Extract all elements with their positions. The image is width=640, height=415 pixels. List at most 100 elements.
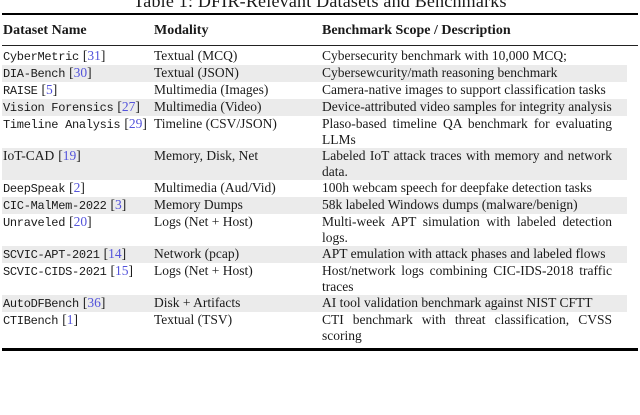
description-cell: Plaso-based timeline QA benchmark for ev… [322, 116, 638, 148]
dataset-name-cell: RAISE[5] [2, 82, 154, 99]
citation-bracket-open: [ [110, 197, 116, 212]
citation-link[interactable]: 2 [73, 180, 81, 195]
citation-bracket-open: [ [69, 180, 74, 195]
dataset-name-cell: IoT-CAD[19] [2, 148, 154, 180]
dataset-name-cell: Unraveled[20] [2, 214, 154, 246]
citation: [2] [69, 180, 85, 195]
col-header-modality: Modality [154, 13, 322, 46]
dataset-name: SCVIC-CIDS-2021 [3, 265, 107, 279]
citation: [3] [111, 197, 127, 212]
citation: [5] [42, 82, 58, 97]
citation: [36] [83, 295, 106, 310]
citation-bracket-close: ] [73, 312, 78, 327]
modality-cell: Memory Dumps [154, 197, 322, 214]
citation-link[interactable]: 20 [73, 214, 88, 229]
citation: [1] [62, 312, 78, 327]
citation-bracket-open: [ [69, 65, 74, 80]
citation-link[interactable]: 29 [128, 116, 143, 131]
dataset-name-cell: CIC-MalMem-2022 [3] [2, 197, 154, 214]
modality-cell: Network (pcap) [154, 246, 322, 263]
dataset-name: CyberMetric [3, 50, 79, 64]
modality-cell: Disk + Artifacts [154, 295, 322, 312]
citation: [30] [69, 65, 92, 80]
citation-link[interactable]: 19 [62, 148, 77, 163]
modality-cell: Memory, Disk, Net [154, 148, 322, 180]
citation-link[interactable]: 1 [66, 312, 74, 327]
citation-link[interactable]: 5 [46, 82, 53, 97]
table-row: CyberMetric[31] Textual (MCQ) Cybersecur… [2, 46, 638, 65]
citation-bracket-close: ] [87, 65, 92, 80]
dataset-name: Unraveled [3, 216, 66, 230]
description-cell: Cybersecurity benchmark with 10,000 MCQ; [322, 46, 638, 65]
description-cell: Multi-week APT simulation with labeled d… [322, 214, 638, 246]
table-row: CIC-MalMem-2022 [3] Memory Dumps 58k labe… [2, 197, 638, 214]
table-row: IoT-CAD[19] Memory, Disk, Net Labeled Io… [2, 148, 638, 180]
table-row: Vision Forensics[27] Multimedia (Video) … [2, 99, 638, 116]
description-cell: Labeled IoT attack traces with memory an… [322, 148, 638, 180]
dataset-name: Timeline Analysis [3, 118, 121, 132]
description-cell: Device-attributed video samples for inte… [322, 99, 638, 116]
table-caption: Table 1: DFIR-Relevant Datasets and Benc… [133, 0, 507, 11]
dataset-name: DIA-Bench [3, 67, 66, 81]
dataset-name-cell: CyberMetric[31] [2, 46, 154, 65]
table-row: RAISE[5] Multimedia (Images) Camera-nati… [2, 82, 638, 99]
citation-link[interactable]: 30 [73, 65, 88, 80]
dataset-name: Vision Forensics [3, 101, 114, 115]
dataset-name-cell: AutoDFBench [36] [2, 295, 154, 312]
modality-cell: Logs (Net + Host) [154, 263, 253, 278]
dataset-name-cell: DeepSpeak[2] [2, 180, 154, 197]
table-row: CTIBench[1] Textual (TSV) CTI benchmark … [2, 312, 638, 348]
description-cell: CTI benchmark with threat classification… [322, 312, 638, 348]
citation-bracket-close: ] [100, 295, 106, 310]
citation-link[interactable]: 3 [115, 197, 122, 212]
citation-link[interactable]: 14 [108, 246, 122, 261]
table-row: DIA-Bench[30] Textual (JSON) Cybersewcur… [2, 65, 638, 82]
citation-bracket-close: ] [80, 180, 85, 195]
citation-bracket-close: ] [76, 148, 81, 163]
dataset-name: DeepSpeak [3, 182, 66, 196]
modality-cell: Multimedia (Images) [154, 82, 269, 97]
citation-bracket-close: ] [135, 99, 140, 114]
description-cell: Host/network logs combining CIC-IDS-2018… [322, 263, 638, 295]
table-row: SCVIC-APT-2021[14] Network (pcap) APT em… [2, 246, 638, 263]
citation-bracket-open: [ [117, 99, 122, 114]
description-cell: 100h webcam speech for deepfake detectio… [322, 180, 638, 197]
citation: [15] [111, 263, 134, 278]
dataset-name: IoT-CAD [3, 148, 55, 163]
modality-cell: Logs (Net + Host) [154, 214, 253, 229]
citation-link[interactable]: 36 [87, 295, 101, 310]
citation-bracket-open: [ [58, 148, 63, 163]
dataset-name: AutoDFBench [3, 297, 79, 311]
citation-bracket-open: [ [82, 48, 88, 63]
dataset-name-cell: SCVIC-CIDS-2021 [15] [2, 263, 154, 295]
citation-bracket-open: [ [124, 116, 129, 131]
modality-cell: Textual (TSV) [154, 312, 233, 327]
citation: [27] [117, 99, 140, 114]
citation-link[interactable]: 31 [87, 48, 101, 63]
citation-bracket-close: ] [52, 82, 58, 97]
description-cell: 58k labeled Windows dumps (malware/benig… [322, 197, 638, 214]
dataset-name-cell: SCVIC-APT-2021[14] [2, 246, 154, 263]
modality-cell: Textual (JSON) [154, 65, 322, 82]
table-row: AutoDFBench [36] Disk + Artifacts AI tool… [2, 295, 638, 312]
citation-link[interactable]: 27 [121, 99, 136, 114]
datasets-table: Dataset Name Modality Benchmark Scope / … [2, 13, 638, 348]
citation-bracket-open: [ [41, 82, 47, 97]
col-header-dataset-name: Dataset Name [2, 13, 154, 46]
citation-bracket-open: [ [69, 214, 74, 229]
modality-cell: Timeline (CSV/JSON) [154, 116, 277, 131]
citation: [19] [58, 148, 81, 163]
dataset-name-cell: DIA-Bench[30] [2, 65, 154, 82]
citation-bracket-close: ] [142, 116, 147, 131]
table-row: Timeline Analysis[29] Timeline (CSV/JSON… [2, 116, 638, 148]
dataset-name: CIC-MalMem-2022 [3, 199, 107, 213]
citation-link[interactable]: 15 [115, 263, 129, 278]
dataset-name: CTIBench [3, 314, 59, 328]
citation-bracket-open: [ [110, 263, 116, 278]
dataset-name: RAISE [3, 84, 38, 98]
dataset-name: SCVIC-APT-2021 [3, 248, 100, 262]
col-header-benchmark-scope: Benchmark Scope / Description [322, 13, 638, 46]
description-cell: AI tool validation benchmark against NIS… [322, 295, 638, 312]
modality-cell: Textual (MCQ) [154, 48, 238, 63]
